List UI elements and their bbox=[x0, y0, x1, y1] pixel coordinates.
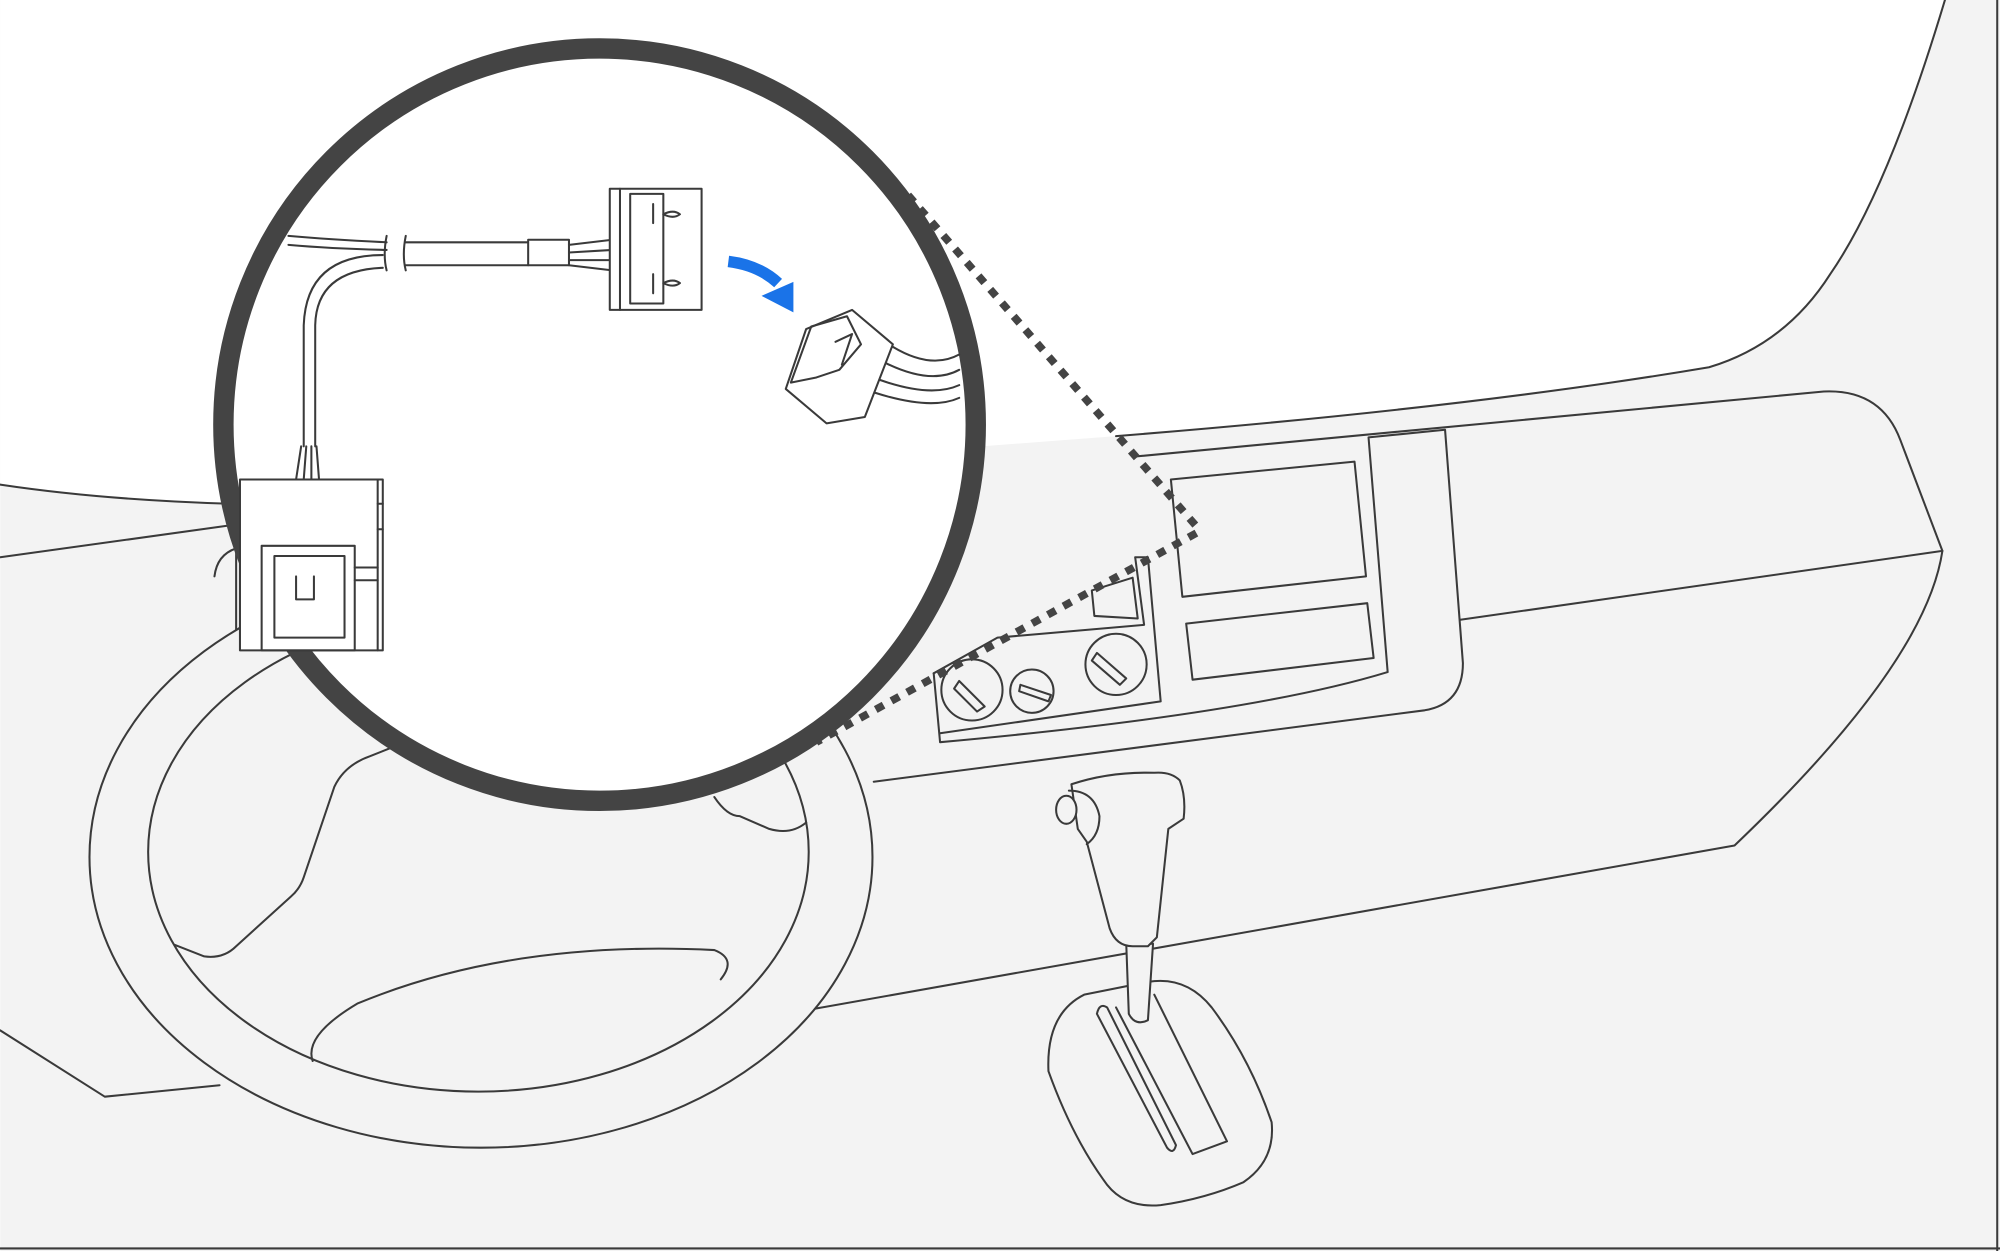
connector-plug-top bbox=[608, 187, 703, 311]
connector-socket bbox=[238, 478, 384, 652]
center-stack bbox=[872, 428, 1464, 783]
radio-slot-lower bbox=[1185, 602, 1375, 681]
dash-line-left bbox=[0, 524, 231, 559]
connector-plug-angled bbox=[784, 308, 961, 425]
dash-right-lower bbox=[770, 549, 1944, 1018]
radio-slot-upper bbox=[1169, 460, 1368, 598]
dash-lower-left bbox=[0, 1029, 221, 1098]
steering-spoke-bottom bbox=[310, 947, 729, 1063]
curved-arrow-icon bbox=[727, 255, 794, 313]
dash-top-left bbox=[0, 483, 231, 505]
climate-switch bbox=[1090, 576, 1139, 620]
magnified-wiring bbox=[238, 187, 961, 652]
steering-column bbox=[713, 795, 808, 833]
climate-panel bbox=[932, 556, 1162, 735]
magnifier-circle bbox=[213, 38, 986, 812]
dash-console-top bbox=[1134, 390, 1944, 621]
steering-spoke-left bbox=[173, 744, 397, 958]
windshield-edge bbox=[1115, 0, 1946, 438]
gear-shifter bbox=[1047, 771, 1274, 1207]
callout-lines bbox=[814, 192, 1202, 746]
